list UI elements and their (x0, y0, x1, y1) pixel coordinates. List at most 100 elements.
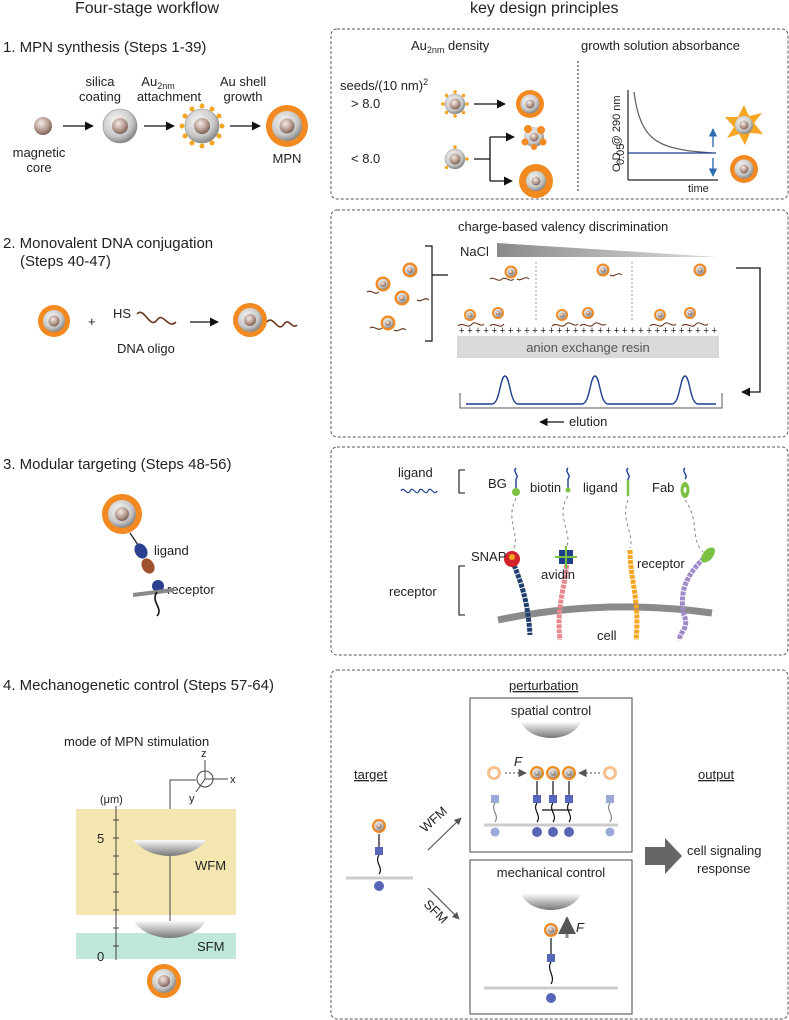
au-shell-label: Au shell (220, 74, 266, 89)
ligand-label: ligand (154, 543, 189, 558)
magnetic-label: magnetic (13, 145, 66, 160)
attachment-label: attachment (137, 89, 202, 104)
receptor-tail (154, 591, 160, 617)
fab-label: Fab (652, 480, 674, 495)
resin-bar (457, 336, 719, 358)
time-label: time (688, 183, 709, 195)
stage3-title: 3. Modular targeting (Steps 48-56) (3, 456, 231, 473)
biotin-label: biotin (530, 480, 561, 495)
force-label-1: F (514, 754, 523, 769)
ligand-bracket (458, 469, 465, 494)
mixed-particles (366, 262, 430, 332)
membrane-s3 (132, 588, 174, 597)
axis-z: z (201, 748, 207, 760)
tick-0: 0 (97, 949, 104, 964)
mpn-label: MPN (273, 151, 302, 166)
seeded-particle-high (441, 90, 469, 118)
lt-label: < 8.0 (351, 151, 380, 166)
silica-label: silica (86, 74, 116, 89)
spatial-magnet (521, 722, 581, 738)
receptor-group-label: receptor (389, 584, 437, 599)
output-arrow (645, 838, 682, 874)
ligand2-label: ligand (583, 480, 618, 495)
cell-membrane (497, 603, 713, 624)
absorbance-curve (633, 91, 713, 154)
targeting-mpn (102, 494, 142, 534)
um-label: (μm) (100, 794, 123, 806)
plus-sign: + (88, 314, 96, 329)
receptors (504, 546, 715, 641)
response-line1: cell signaling (687, 843, 761, 858)
mechanical-panel (469, 859, 633, 1015)
spatial-panel (469, 697, 633, 853)
axes-icon: z x y (189, 748, 236, 805)
ligand-group-label: ligand (398, 465, 433, 480)
uniform-shell-particle (516, 90, 544, 118)
mechanical-magnet (521, 894, 581, 910)
receptor-blob (152, 580, 164, 592)
ligand-dna-2 (141, 558, 155, 574)
cell-label: cell (597, 628, 617, 643)
mechanical-label: mechanical control (497, 865, 605, 880)
resin-charges: + + + + + + + + + + + + + + + + + + + + … (459, 325, 717, 337)
box-stage3 (330, 446, 789, 656)
eluted-particles (489, 263, 707, 281)
patchy-shell-particle (521, 125, 547, 150)
ligand-icons (512, 467, 690, 498)
spatial-cluster (484, 766, 618, 837)
sfm-zone-label: SFM (197, 939, 224, 954)
absorbance-plot: O.D. @ 290 nm 0.05 time (611, 90, 718, 195)
ligand-dna-1 (134, 543, 148, 559)
box-stage1 (330, 28, 789, 200)
nacl-gradient-wedge (497, 243, 718, 257)
mpn-particle-s2 (38, 305, 70, 337)
box-stage4 (330, 669, 789, 1020)
tick-5: 5 (97, 831, 104, 846)
seeded-particle-low (444, 145, 469, 170)
bracket-mixture (425, 245, 448, 342)
scale-ticks (113, 819, 119, 947)
growth-label: growth (223, 89, 262, 104)
hs-label: HS (113, 306, 131, 321)
wfm-arrow-label: WFM (417, 803, 450, 835)
nacl-label: NaCl (460, 244, 489, 259)
dna-oligo-label: DNA oligo (117, 341, 175, 356)
bound-particles (457, 307, 709, 327)
arrow-wfm (427, 817, 462, 851)
arrow-low-split (474, 137, 491, 181)
avidin-label: avidin (541, 567, 575, 582)
response-line2: response (697, 861, 750, 876)
ligand-wave-icon (400, 488, 438, 494)
axis-y: y (189, 793, 195, 805)
snap-label: SNAP (471, 549, 506, 564)
core-label: core (26, 160, 51, 175)
arrow-sfm (427, 887, 460, 920)
force-label-2: F (576, 920, 585, 935)
wfm-magnet (134, 840, 206, 856)
au2nm-label: Au2nm (141, 74, 174, 91)
magnetic-core-particle (34, 117, 52, 135)
left-header: Four-stage workflow (75, 0, 219, 17)
target-construct (346, 819, 413, 891)
absorbance-title: growth solution absorbance (581, 38, 740, 53)
receptor2-label: receptor (637, 556, 685, 571)
target-label: target (354, 767, 388, 782)
charge-title: charge-based valency discrimination (458, 219, 668, 234)
sfm-magnet (134, 921, 206, 938)
stage1-title: 1. MPN synthesis (Steps 1-39) (3, 39, 206, 56)
right-flow-arrow (736, 267, 761, 397)
od-tick: 0.05 (615, 144, 627, 165)
binding-dashes (511, 495, 704, 553)
od-label: O.D. @ 290 nm (611, 95, 623, 172)
thick-shell-particle (519, 164, 553, 198)
coating-label: coating (79, 89, 121, 104)
mpn-particle (266, 105, 308, 147)
stage2-steps: (Steps 40-47) (20, 253, 111, 270)
targeting-linker (129, 532, 139, 546)
elution-trace (466, 375, 716, 405)
box-stage2 (330, 209, 789, 438)
stimulation-mpn (147, 964, 181, 998)
au2nm-seeded-particle (179, 103, 225, 149)
sfm-arrow-label: SFM (421, 897, 451, 927)
